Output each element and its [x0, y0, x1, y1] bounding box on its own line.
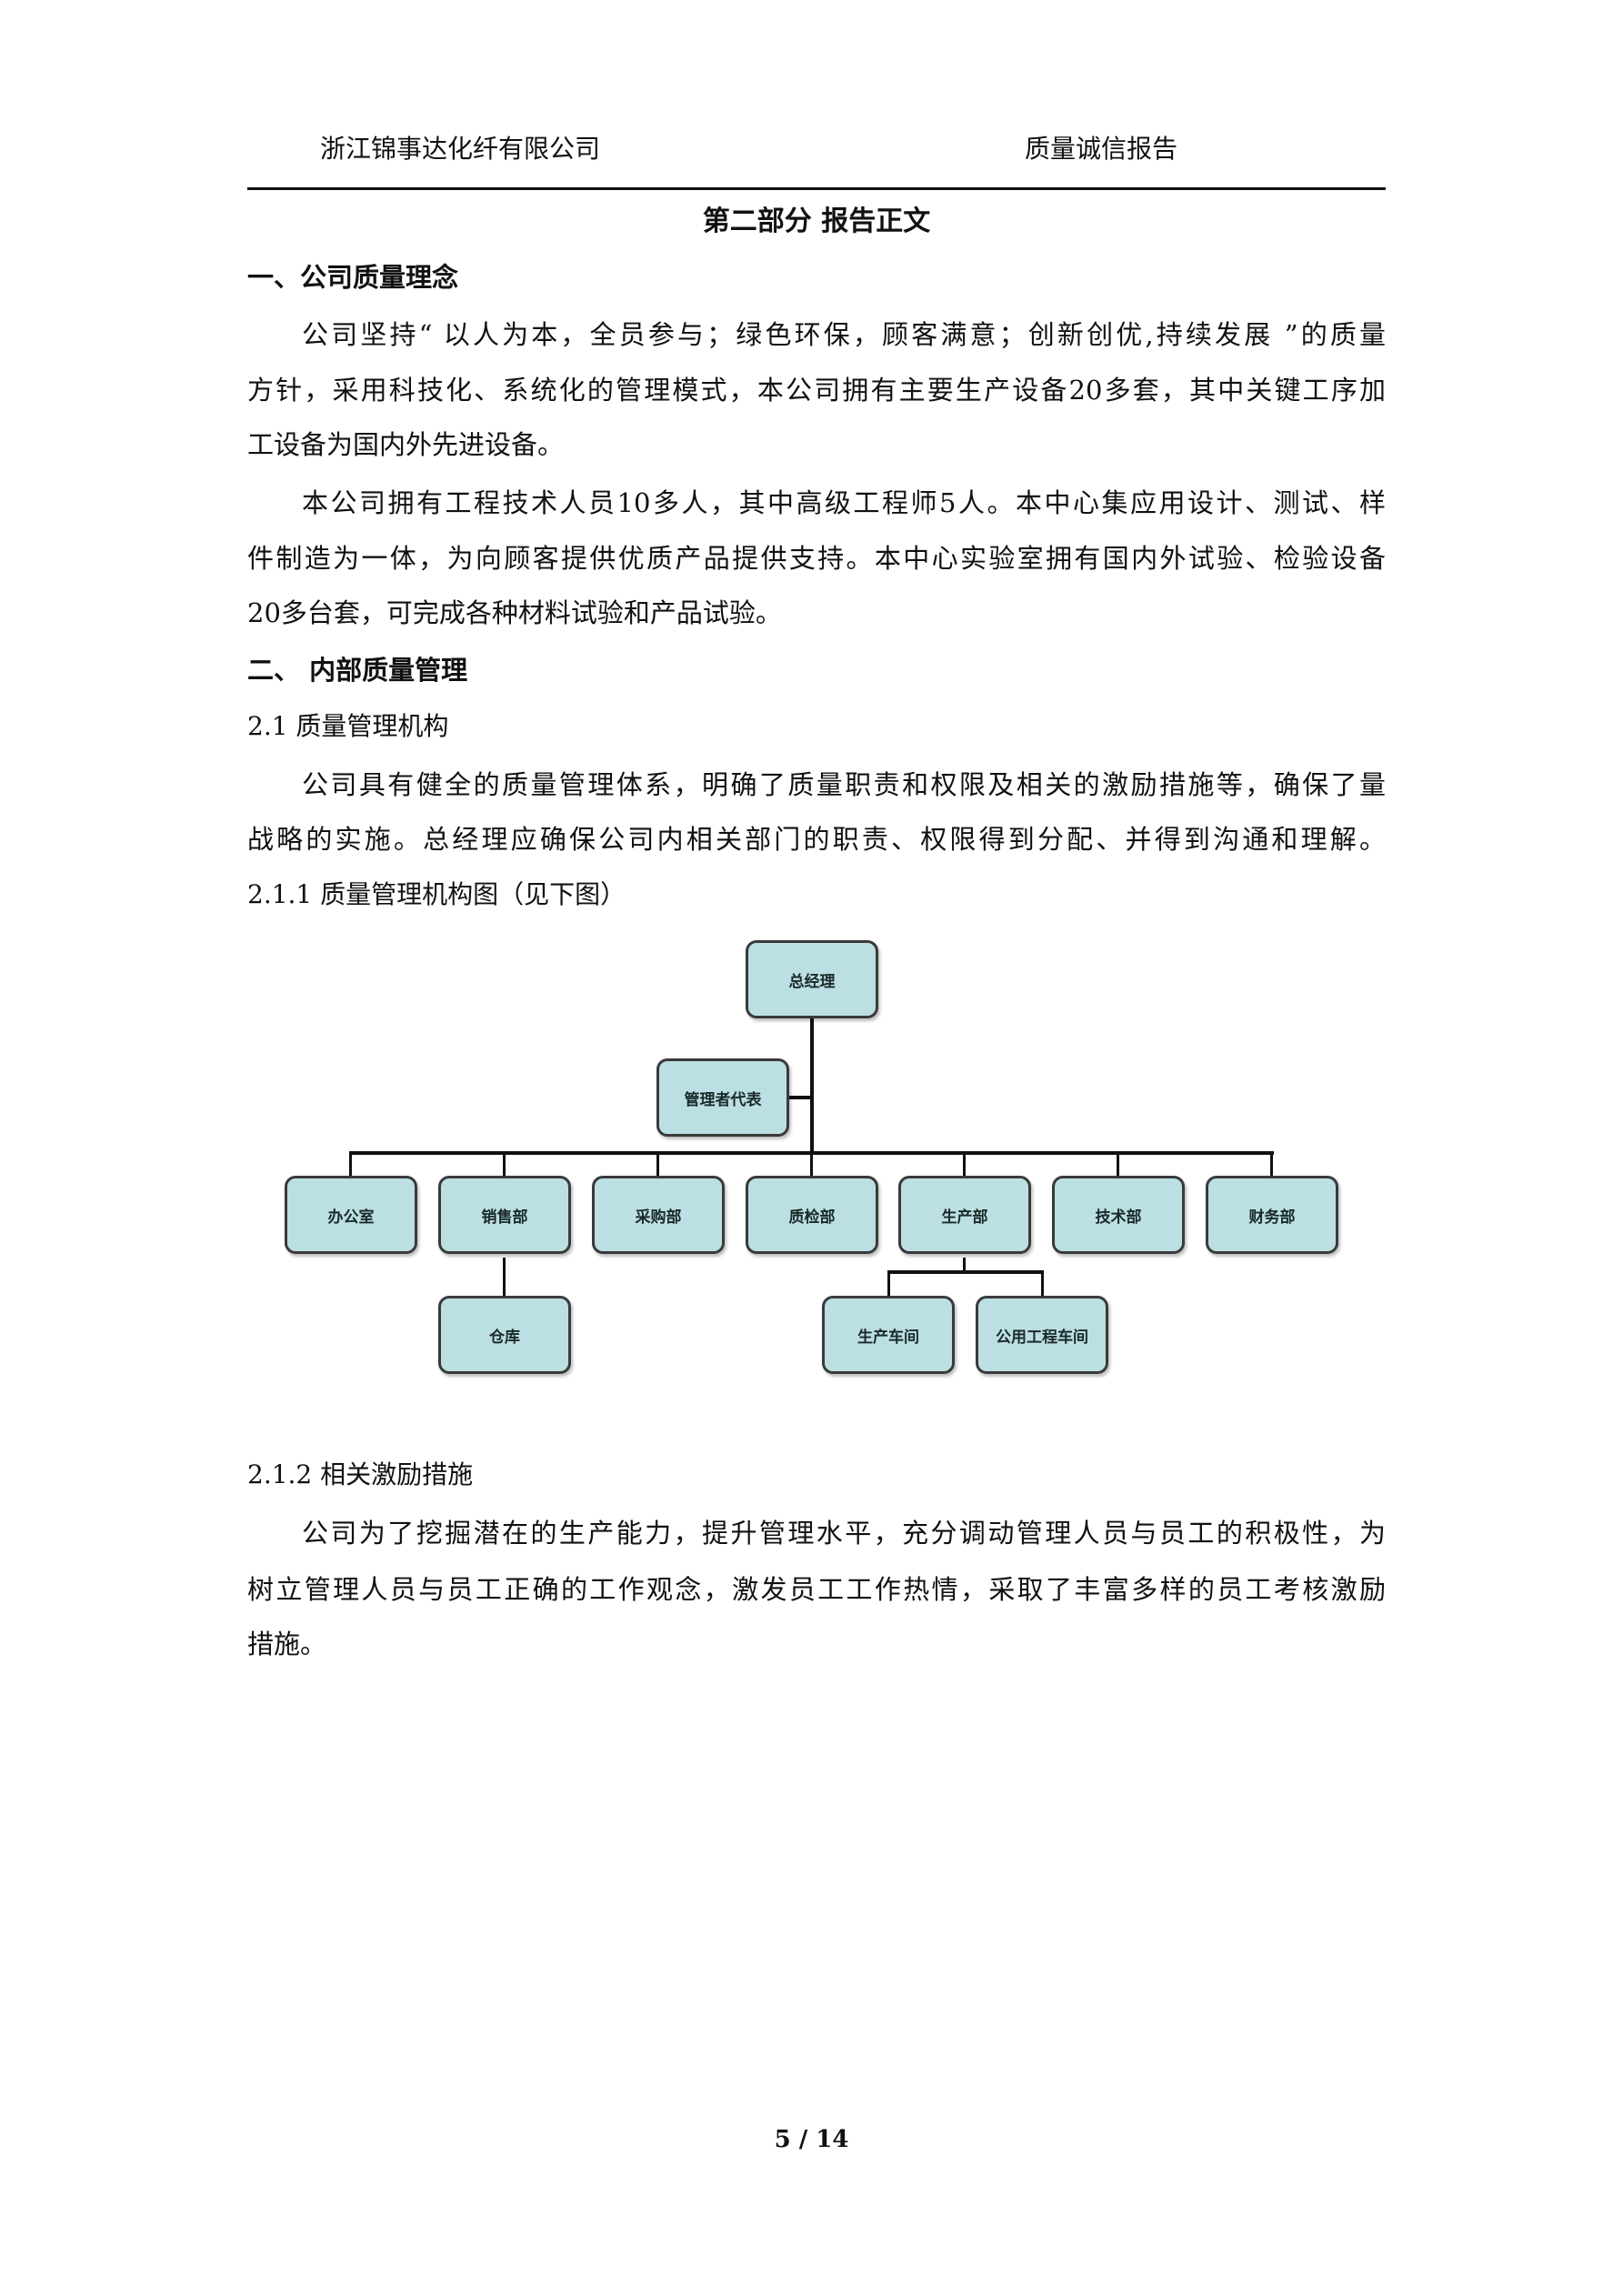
connector-line: [810, 1018, 814, 1155]
paragraph-line: 本公司拥有工程技术人员10多人，其中高级工程师5人。本中心集应用设计、测试、样: [302, 487, 1386, 518]
subsection-heading: 2.1.2 相关激励措施: [247, 1459, 474, 1489]
org-node-dept: 技术部: [1052, 1176, 1185, 1254]
paragraph-line: 措施。: [247, 1629, 327, 1659]
paragraph-line: 战略的实施。总经理应确保公司内相关部门的职责、权限得到分配、并得到沟通和理解。: [247, 824, 1386, 855]
connector-line: [887, 1270, 1044, 1274]
org-node-management-rep: 管理者代表: [656, 1058, 789, 1137]
org-node-dept: 销售部: [438, 1176, 571, 1254]
paragraph-line: 公司具有健全的质量管理体系，明确了质量职责和权限及相关的激励措施等，确保了量: [302, 769, 1386, 800]
subsection-heading: 2.1 质量管理机构: [247, 711, 449, 741]
org-node-warehouse: 仓库: [438, 1296, 571, 1374]
paragraph-line: 20多台套，可完成各种材料试验和产品试验。: [247, 597, 782, 628]
header-divider: [247, 187, 1386, 190]
org-node-workshop: 生产车间: [822, 1296, 955, 1374]
org-node-dept: 采购部: [592, 1176, 725, 1254]
org-node-dept: 财务部: [1206, 1176, 1338, 1254]
paragraph-line: 工设备为国内外先进设备。: [247, 429, 565, 460]
header-report-title: 质量诚信报告: [1025, 134, 1178, 164]
subsection-heading: 2.1.1 质量管理机构图（见下图）: [247, 879, 626, 909]
org-node-dept: 生产部: [898, 1176, 1031, 1254]
connector-line: [349, 1151, 352, 1177]
paragraph-line: 件制造为一体，为向顾客提供优质产品提供支持。本中心实验室拥有国内外试验、检验设备: [247, 543, 1386, 574]
connector-line: [503, 1258, 506, 1297]
page-title: 第二部分 报告正文: [702, 206, 931, 237]
connector-line: [1270, 1151, 1273, 1177]
header-company: 浙江锦事达化纤有限公司: [320, 134, 601, 164]
org-node-dept: 办公室: [285, 1176, 417, 1254]
org-node-dept: 质检部: [746, 1176, 878, 1254]
connector-line: [503, 1151, 506, 1177]
connector-line: [887, 1270, 890, 1297]
page-number: 5 / 14: [774, 2126, 849, 2153]
org-node-general-manager: 总经理: [746, 940, 878, 1018]
connector-line: [349, 1151, 1274, 1155]
paragraph-line: 公司为了挖掘潜在的生产能力，提升管理水平，充分调动管理人员与员工的积极性，为: [302, 1518, 1386, 1549]
connector-line: [1117, 1151, 1119, 1177]
paragraph-line: 公司坚持“ 以人为本，全员参与；绿色环保，顾客满意；创新创优,持续发展 ”的质量: [302, 319, 1386, 350]
connector-line: [810, 1151, 813, 1177]
connector-line: [656, 1151, 659, 1177]
paragraph-line: 方针，采用科技化、系统化的管理模式，本公司拥有主要生产设备20多套，其中关键工序…: [247, 375, 1386, 406]
connector-line: [789, 1096, 812, 1099]
connector-line: [963, 1258, 966, 1272]
connector-line: [1041, 1270, 1044, 1297]
section-heading-2: 二、 内部质量管理: [247, 655, 468, 686]
org-node-workshop: 公用工程车间: [976, 1296, 1108, 1374]
section-heading-1: 一、公司质量理念: [247, 262, 459, 293]
connector-line: [963, 1151, 966, 1177]
paragraph-line: 树立管理人员与员工正确的工作观念，激发员工工作热情，采取了丰富多样的员工考核激励: [247, 1574, 1386, 1605]
